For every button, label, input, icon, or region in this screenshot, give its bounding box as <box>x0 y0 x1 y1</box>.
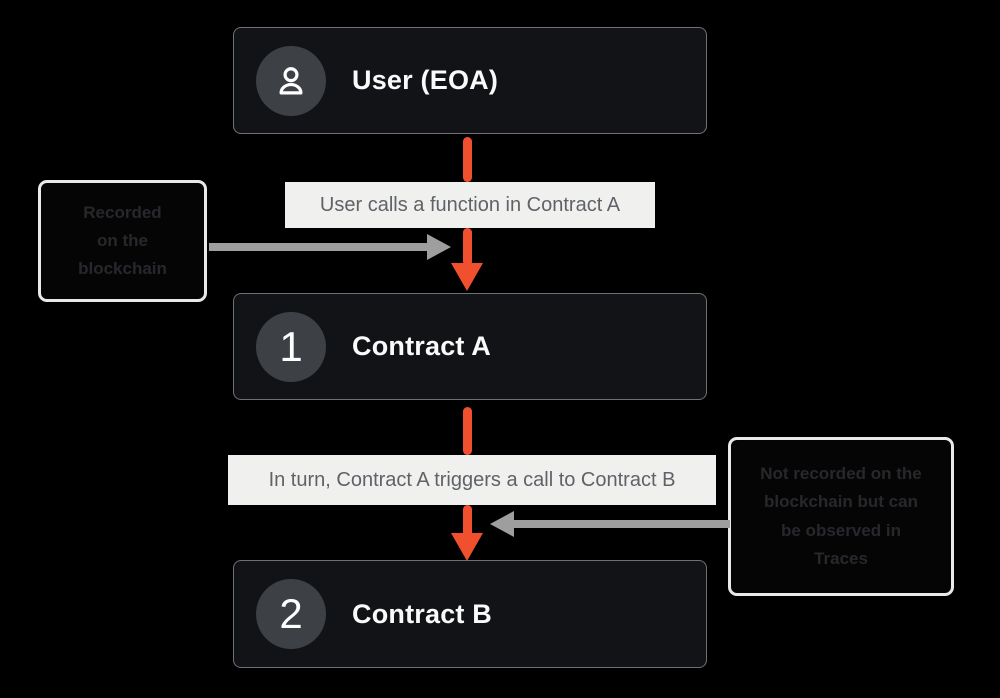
edge-label-user-call: User calls a function in Contract A <box>285 182 655 228</box>
note-traces-line-4: Traces <box>814 548 868 568</box>
gray-arrow-right-head <box>490 511 514 537</box>
node-title-contract-a: Contract A <box>352 331 492 361</box>
user-badge <box>256 45 326 116</box>
note-recorded-line-1: Recorded <box>83 202 162 222</box>
note-recorded-on-chain: Recorded on the blockchain <box>38 180 207 302</box>
edge-label-contract-call: In turn, Contract A triggers a call to C… <box>228 455 716 505</box>
arrow-user-to-a-shaft-bottom <box>463 228 472 266</box>
edge-label-user-call-text: User calls a function in Contract A <box>319 193 621 216</box>
gray-arrow-right-shaft <box>514 520 730 528</box>
note-recorded-line-2: on the <box>97 230 148 250</box>
contract-b-badge: 2 <box>256 579 326 649</box>
gray-arrow-left-shaft <box>209 243 429 251</box>
node-contract-b: 2 Contract B <box>233 560 707 668</box>
arrow-a-to-b-head <box>451 533 483 561</box>
note-traces-line-1: Not recorded on the <box>760 464 922 484</box>
node-contract-a: 1 Contract A <box>233 293 707 400</box>
node-title-user: User (EOA) <box>352 65 499 95</box>
contract-a-badge: 1 <box>256 311 326 382</box>
arrow-user-to-a-shaft-top <box>463 137 472 182</box>
person-icon <box>279 66 303 94</box>
note-recorded-line-3: blockchain <box>78 259 167 279</box>
arrow-a-to-b-shaft-bottom <box>463 505 472 539</box>
contract-b-number: 2 <box>279 590 303 637</box>
arrow-user-to-a-head <box>451 263 483 291</box>
node-title-contract-b: Contract B <box>352 598 493 629</box>
note-traces-line-3: be observed in <box>781 520 901 540</box>
edge-label-contract-call-text: In turn, Contract A triggers a call to C… <box>268 468 676 491</box>
contract-a-number: 1 <box>279 322 303 370</box>
note-not-recorded-traces: Not recorded on the blockchain but can b… <box>728 437 954 596</box>
note-traces-line-2: blockchain but can <box>764 492 918 512</box>
gray-arrow-left-head <box>427 234 451 260</box>
arrow-a-to-b-shaft-top <box>463 407 472 455</box>
node-user-eoa: User (EOA) <box>233 27 707 134</box>
